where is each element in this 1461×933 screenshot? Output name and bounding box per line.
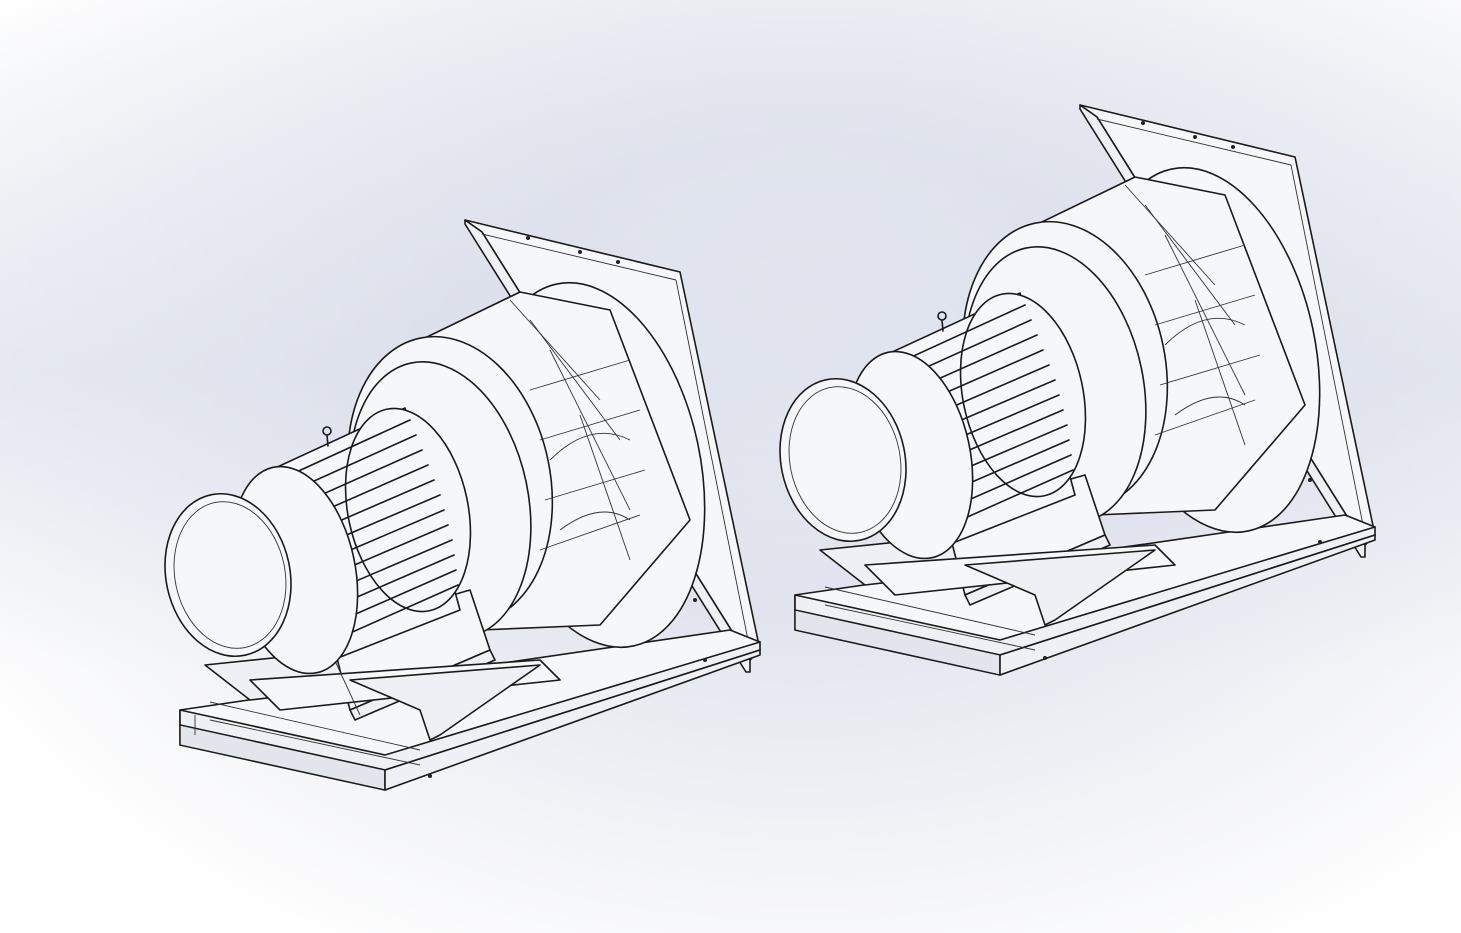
motor — [164, 407, 472, 675]
motor — [779, 292, 1087, 560]
fan-assembly-left[interactable] — [150, 210, 770, 810]
motor-mount — [864, 474, 1176, 626]
fan-assembly-right[interactable] — [779, 95, 1405, 695]
